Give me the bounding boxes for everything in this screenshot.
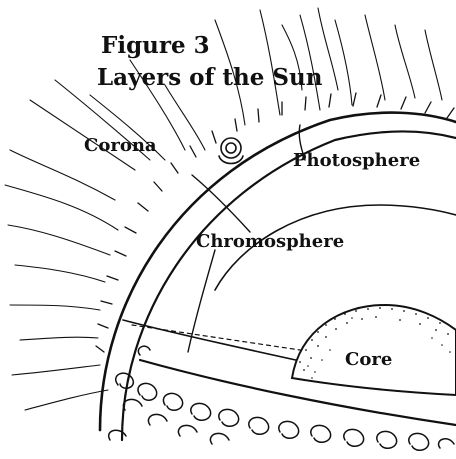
chromosphere-label: Chromosphere: [196, 231, 344, 252]
chromosphere-leader-upper: [192, 175, 250, 232]
corona-label: Corona: [84, 135, 157, 156]
photosphere-label: Photosphere: [293, 150, 420, 171]
figure-title: Layers of the Sun: [97, 64, 323, 91]
figure-number: Figure 3: [101, 32, 210, 59]
cutaway-dashed-line: [132, 325, 300, 350]
prominence-loop: [219, 138, 243, 164]
core-label: Core: [345, 349, 392, 370]
